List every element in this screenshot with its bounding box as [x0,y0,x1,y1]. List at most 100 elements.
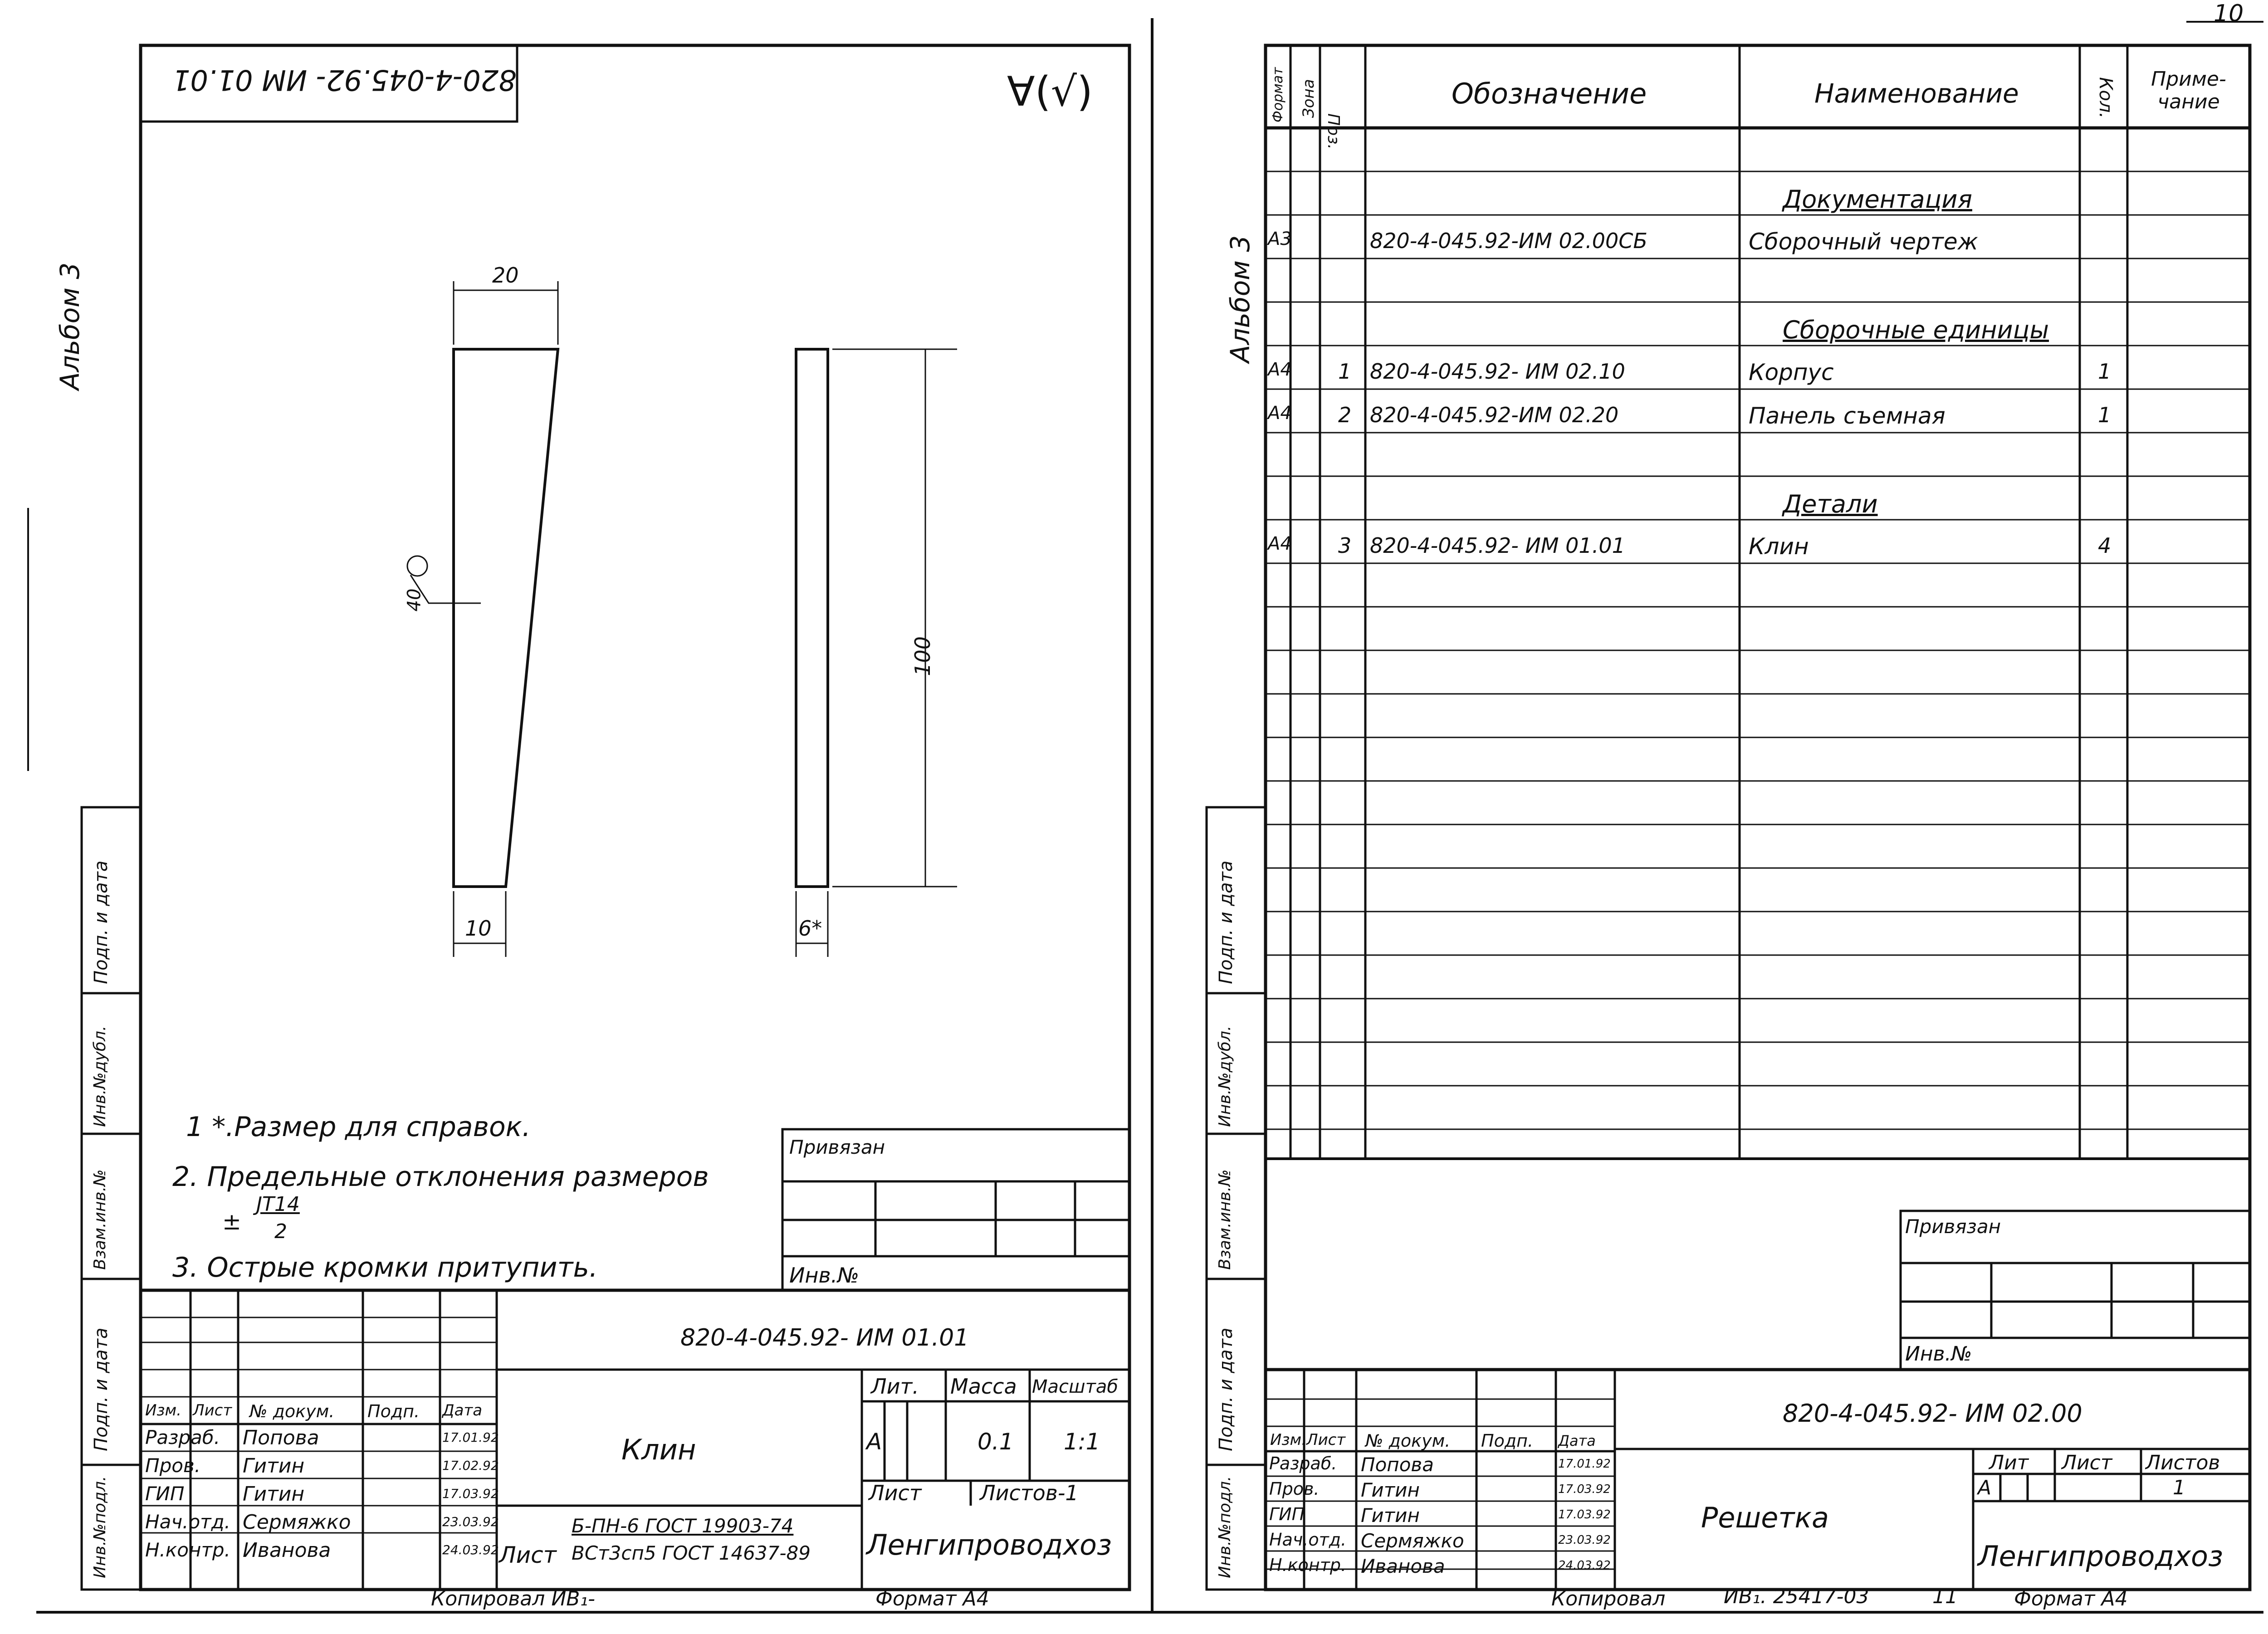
spec-cell-designation: 820-4-045.92- ИМ 02.10 [1370,359,1625,384]
scale-header-left: Масштаб [1032,1376,1119,1397]
spec-section-heading: Сборочные единицы [1783,316,2049,344]
spec-cell-designation: 820-4-045.92-ИМ 02.20 [1370,403,1619,427]
spec-cell-format: А4 [1268,533,1292,554]
dim-height: 100 [910,636,935,676]
dim-top-width: 20 [492,263,519,288]
title-row-name: Гитин [243,1454,305,1478]
side-label-inv-podl: Инв.№подл. [91,1476,109,1578]
spec-section-heading: Документация [1783,185,1972,214]
side-label-podp-date-2: Подп. и дата [91,860,112,984]
spec-cell-qty: 4 [2098,533,2112,558]
lit-value-right: А [1978,1476,1992,1499]
title-row-name: Попова [1361,1454,1434,1476]
title-row-role: Н.контр. [1269,1555,1347,1575]
hdr-zone: Зона [1300,79,1318,118]
title-row-name: Сермяжко [243,1511,351,1534]
spec-cell-format: А4 [1268,403,1292,424]
page-number: 10 [2214,0,2244,27]
title-row-role: Нач.отд. [145,1511,231,1533]
footer-left-format: Формат А4 [875,1587,989,1610]
lit-header-left: Лит. [871,1374,919,1399]
title-row-name: Иванова [1361,1555,1445,1577]
col-list-left: Лист [193,1401,232,1419]
title-row-name: Гитин [1361,1504,1420,1527]
spec-cell-pos: 2 [1338,403,1352,427]
footer-left-copy: Копировал ИВ₁- [431,1587,595,1610]
stamp-code-rotated: 820-4-045.92- ИМ 01.01 [172,63,517,97]
spec-cell-designation: 820-4-045.92- ИМ 01.01 [1370,533,1625,558]
sheet-header-right: Лист [2062,1451,2112,1474]
title-row-role: Пров. [1269,1479,1320,1499]
scale-value-left: 1:1 [1064,1429,1100,1455]
note-1: 1 *.Размер для справок. [186,1111,531,1143]
side-label-vzam-r: Взам.инв.№ [1216,1169,1234,1270]
hdr-name: Наименование [1814,78,2019,109]
title-row-role: ГИП [145,1483,185,1505]
col-date-right: Дата [1558,1432,1596,1449]
sheets-value-right: 1 [2173,1476,2185,1499]
col-docnum-left: № докум. [249,1401,335,1421]
title-row-date: 17.03.92 [442,1486,499,1501]
sheets-label-left: Листов-1 [980,1481,1079,1505]
col-docnum-right: № докум. [1365,1431,1451,1451]
col-date-left: Дата [442,1401,483,1419]
col-podp-left: Подп. [367,1401,420,1421]
title-row-name: Попова [243,1426,319,1449]
title-row-role: Нач.отд. [1269,1530,1347,1550]
col-izm-right: Изм. [1270,1431,1306,1449]
side-label-vzam: Взам.инв.№ [91,1169,109,1270]
album-label-right: Альбом 3 [1225,235,1256,363]
hdr-pos: Поз. [1324,113,1343,150]
side-label-inv-podl-r: Инв.№подл. [1216,1476,1234,1578]
spec-cell-name: Корпус [1749,359,1834,385]
spec-cell-designation: 820-4-045.92-ИМ 02.00СБ [1370,229,1647,253]
title-row-date: 17.03.92 [1558,1508,1611,1522]
side-label-podp-date-2-r: Подп. и дата [1216,860,1237,984]
title-row-name: Гитин [1361,1479,1420,1501]
note-2-tolerance-num: JT14 [256,1193,300,1216]
inv-no-right: Инв.№ [1905,1342,1972,1366]
hdr-designation: Обозначение [1452,77,1647,110]
mass-value-left: 0.1 [978,1429,1014,1455]
spec-cell-pos: 1 [1338,359,1352,384]
spec-section-heading: Детали [1783,490,1878,518]
lit-value-left: А [866,1429,882,1455]
privyazan-left: Привязан [789,1136,885,1158]
spec-cell-qty: 1 [2098,359,2112,384]
title-row-name: Иванова [243,1539,331,1562]
privyazan-right: Привязан [1905,1215,2001,1238]
material-prefix: Лист [499,1542,557,1568]
title-row-name: Сермяжко [1361,1530,1464,1552]
title-row-role: Разраб. [1269,1454,1337,1473]
note-2-tolerance-den: 2 [274,1220,287,1243]
sheets-header-right: Листов [2146,1451,2220,1474]
footer-right-format: Формат А4 [2014,1587,2128,1610]
side-label-inv-dubl-r: Инв.№дубл. [1216,1025,1234,1127]
hdr-note: Приме-чание [2151,68,2226,113]
title-row-date: 17.03.92 [1558,1483,1611,1496]
part-name-left: Клин [621,1433,696,1466]
title-row-role: ГИП [1269,1504,1305,1524]
roughness-value: 40 [404,588,425,612]
title-row-date: 17.01.92 [442,1430,499,1445]
title-row-date: 17.02.92 [442,1458,499,1473]
dim-thickness: 6* [798,916,822,941]
col-izm-left: Изм. [145,1401,181,1419]
footer-right-copy: Копировал [1551,1587,1666,1610]
spec-cell-pos: 3 [1338,533,1352,558]
col-list-right: Лист [1306,1431,1346,1449]
dim-bottom-width: 10 [465,916,492,941]
spec-cell-name: Клин [1749,533,1809,560]
doc-code-left: 820-4-045.92- ИМ 01.01 [680,1324,969,1351]
title-row-role: Пров. [145,1454,201,1477]
roughness-mark: ∀(√) [1007,68,1093,116]
col-podp-right: Подп. [1481,1431,1534,1451]
album-label-left: Альбом 3 [54,262,85,390]
material-line-2: ВСт3сп5 ГОСТ 14637-89 [572,1542,811,1564]
note-2-tolerance-sign: ± [222,1209,241,1235]
organization-left: Ленгипроводхоз [866,1528,1112,1561]
title-row-role: Н.контр. [145,1539,230,1561]
sheet-label-left: Лист [869,1481,922,1505]
title-row-date: 24.03.92 [1558,1559,1611,1572]
